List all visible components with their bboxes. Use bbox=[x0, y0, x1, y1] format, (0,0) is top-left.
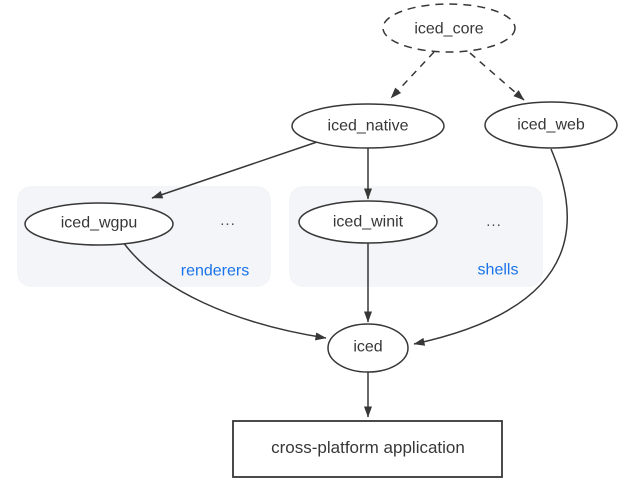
iced-web-label: iced_web bbox=[517, 116, 585, 134]
shells-group-label: shells bbox=[477, 261, 519, 279]
renderers-group-label: renderers bbox=[180, 262, 250, 280]
iced-label: iced bbox=[353, 338, 383, 356]
node-iced-native bbox=[291, 103, 445, 149]
shells-ellipsis: ... bbox=[486, 213, 502, 230]
iced-native-label: iced_native bbox=[327, 117, 409, 135]
application-label: cross-platform application bbox=[271, 437, 465, 457]
node-iced-web bbox=[484, 101, 618, 149]
edge-core-to-web bbox=[469, 52, 525, 101]
node-iced-core bbox=[382, 3, 516, 53]
node-iced-winit bbox=[298, 200, 438, 244]
node-iced-wgpu bbox=[24, 202, 174, 246]
edge-web-to-iced bbox=[413, 148, 568, 346]
iced-wgpu-label: iced_wgpu bbox=[60, 214, 138, 232]
iced-winit-label: iced_winit bbox=[332, 213, 404, 231]
node-application-box bbox=[232, 420, 503, 478]
iced-core-label: iced_core bbox=[414, 20, 484, 38]
edge-core-to-native bbox=[390, 51, 435, 99]
node-iced bbox=[327, 323, 409, 373]
renderers-ellipsis: ... bbox=[220, 212, 236, 229]
edge-wgpu-to-iced bbox=[122, 241, 327, 341]
edge-native-to-wgpu bbox=[151, 141, 318, 199]
